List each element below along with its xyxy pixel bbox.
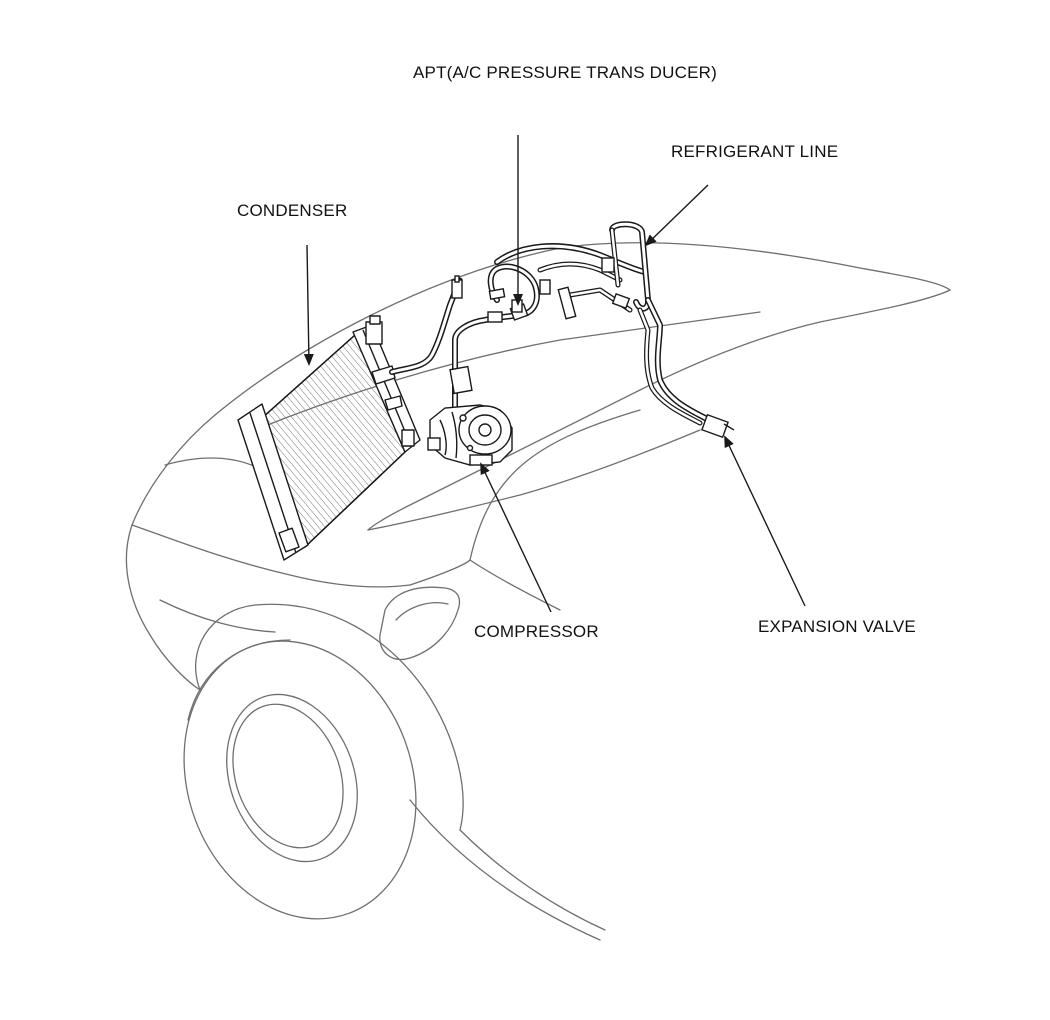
condenser-arrow: [303, 244, 314, 366]
car-body-outline: [125, 242, 951, 941]
refrigerant-line-label: REFRIGERANT LINE: [671, 142, 839, 161]
compressor-arrow: [480, 462, 552, 613]
compressor-label: COMPRESSOR: [474, 622, 599, 641]
line-fittings: [449, 257, 735, 439]
expansion-valve-body: [701, 413, 729, 439]
apt-sensor: [511, 299, 523, 313]
refrigerant-lines: [389, 221, 718, 428]
condenser-label: CONDENSER: [237, 201, 348, 220]
apt-label: APT(A/C PRESSURE TRANS DUCER): [413, 63, 717, 82]
condenser-illustration: [237, 315, 421, 561]
expansion-valve-arrow: [724, 435, 806, 607]
compressor-illustration: [427, 404, 513, 466]
callout-arrows: [303, 135, 806, 613]
expansion-valve-label: EXPANSION VALVE: [758, 617, 916, 636]
refrigerant-line-arrow: [644, 184, 709, 247]
